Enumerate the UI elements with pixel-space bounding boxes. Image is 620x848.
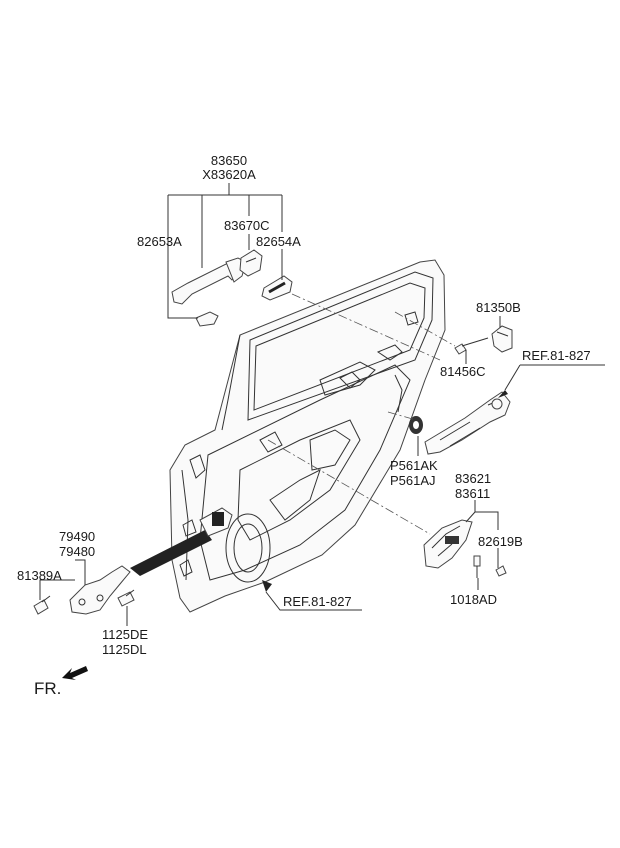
label-82619b: 82619B — [478, 534, 523, 549]
leader-lines — [39, 183, 605, 626]
dash-line-bolt — [394, 311, 456, 347]
door-checker-strap — [130, 507, 233, 576]
label-1018ad: 1018AD — [450, 592, 497, 607]
ref-upper-arrow-icon — [498, 390, 508, 398]
outside-handle-cap — [195, 311, 219, 327]
label-82653a: 82653A — [137, 234, 182, 249]
handle-screw-cap — [495, 565, 507, 577]
label-81456c: 81456C — [440, 364, 486, 379]
door-hinge — [69, 565, 131, 615]
label-ref-upper: REF.81-827 — [522, 348, 591, 363]
door-latch-assembly — [424, 391, 511, 455]
grommet — [409, 416, 423, 434]
label-79480: 79480 — [59, 544, 95, 559]
rear-door-panel — [169, 259, 446, 613]
label-1125de: 1125DE — [102, 627, 148, 642]
handle-cover — [261, 275, 293, 301]
label-1125dl: 1125DL — [102, 642, 147, 657]
label-x83620a: X83620A — [202, 167, 256, 182]
label-p561ak: P561AK — [390, 458, 438, 473]
label-83650: 83650 — [211, 153, 247, 168]
label-79490: 79490 — [59, 529, 95, 544]
label-83670c: 83670C — [224, 218, 270, 233]
label-81389a: 81389A — [17, 568, 62, 583]
label-83611: 83611 — [455, 486, 490, 501]
inside-handle-screw — [473, 555, 481, 578]
front-direction-arrow-icon — [62, 666, 88, 680]
dash-line-grommet — [387, 411, 417, 421]
handle-mounting-bracket — [239, 249, 263, 277]
label-83621: 83621 — [455, 471, 491, 486]
hinge-bolt-right — [117, 589, 135, 607]
label-82654a: 82654A — [256, 234, 301, 249]
inside-handle — [423, 519, 473, 569]
label-p561aj: P561AJ — [390, 473, 436, 488]
front-direction-label: FR. — [34, 679, 61, 698]
hinge-bolt-left — [33, 595, 51, 615]
label-ref-lower: REF.81-827 — [283, 594, 352, 609]
outside-handle — [171, 257, 247, 305]
latch-bolt — [454, 337, 489, 355]
label-81350b: 81350B — [476, 300, 521, 315]
ref-lower-arrow-icon — [262, 580, 272, 592]
dash-line-handle — [291, 293, 441, 361]
dash-line-inside-handle — [267, 439, 431, 535]
latch-screw — [491, 325, 513, 353]
